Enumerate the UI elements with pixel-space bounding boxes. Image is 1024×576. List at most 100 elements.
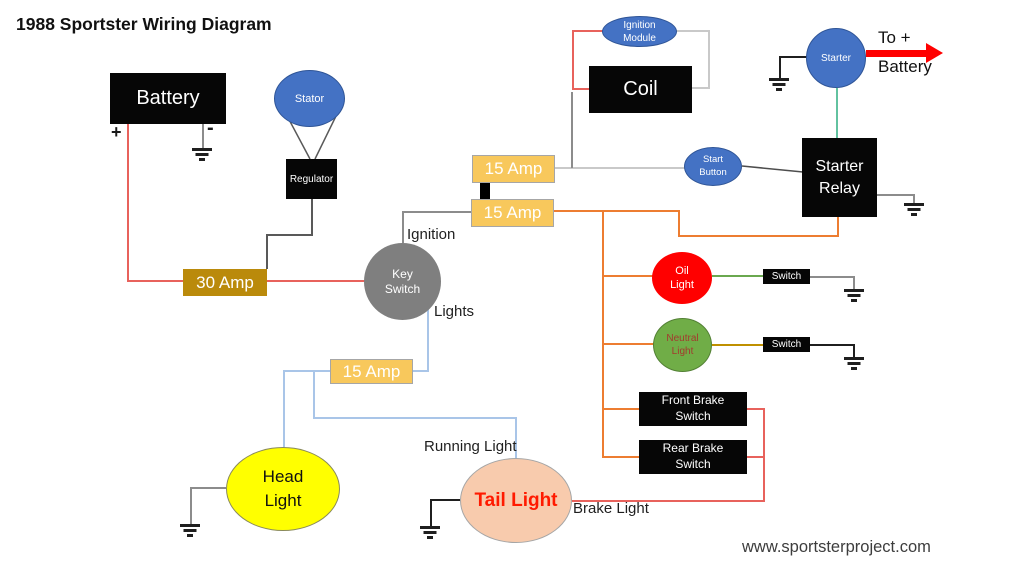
- to-battery-arrow-head: [926, 43, 943, 63]
- ignition-module-node: Ignition Module: [602, 16, 677, 47]
- wire-regulator-to-30amp: [266, 234, 268, 269]
- rear-brake-switch-box: Rear Brake Switch: [639, 440, 747, 474]
- wire-oilswitch-ground-v: [853, 276, 855, 289]
- starter-relay-box: Starter Relay: [802, 138, 877, 217]
- ground-symbol-battery: [192, 148, 212, 161]
- wire-module-left-drop: [572, 30, 574, 90]
- to-plus-label: To +: [878, 28, 911, 47]
- starter-node: Starter: [806, 28, 866, 88]
- wire-running-light: [313, 417, 517, 419]
- wire-battery-negative: [202, 124, 204, 148]
- coil-label: Coil: [623, 78, 658, 100]
- starter-relay-label: Starter Relay: [815, 157, 864, 197]
- wire-orange-jog-down: [678, 210, 680, 237]
- head-light-label: Head Light: [262, 467, 304, 510]
- wire-orange-to-rearbrake: [602, 456, 640, 458]
- wire-neutralswitch-ground-h: [810, 344, 855, 346]
- wire-rearbrake-out: [747, 456, 765, 458]
- wire-brake-trunk: [763, 408, 765, 502]
- ground-symbol-neutral-switch: [844, 357, 864, 370]
- tail-light-label: Tail Light: [474, 489, 558, 511]
- wire-orange-to-frontbrake: [602, 408, 640, 410]
- wire-orange-branch-trunk: [602, 210, 604, 458]
- wire-regulator-down: [311, 199, 313, 236]
- wire-orange-relay-riser: [837, 217, 839, 237]
- ignition-wire-label: Ignition: [407, 226, 456, 243]
- fuse-15amp-lights-label: 15 Amp: [342, 361, 401, 381]
- wire-headlight-ground-h: [190, 487, 226, 489]
- regulator-label: Regulator: [289, 173, 334, 185]
- start-button-node: Start Button: [684, 147, 742, 186]
- wire-keyswitch-top: [402, 211, 404, 243]
- fuse-15amp-accessory: 15 Amp: [471, 199, 554, 227]
- ground-symbol-taillight: [420, 526, 440, 539]
- ground-symbol-headlight: [180, 524, 200, 537]
- lights-wire-label: Lights: [434, 303, 475, 320]
- wire-starter-ground-h: [779, 56, 807, 58]
- wire-relay-ground-h: [877, 194, 915, 196]
- fuse-15amp-accessory-label: 15 Amp: [483, 203, 542, 222]
- website-text: www.sportsterproject.com: [742, 538, 931, 556]
- wire-module-right-top: [676, 30, 710, 32]
- fuse-15amp-lights: 15 Amp: [330, 359, 413, 384]
- ground-symbol-relay: [904, 203, 924, 216]
- wire-taillight-ground-v: [430, 499, 432, 526]
- running-light-label: Running Light: [424, 438, 517, 455]
- page-title: 1988 Sportster Wiring Diagram: [16, 14, 272, 34]
- fuse-holder-link: [480, 181, 490, 200]
- wire-regulator-jog: [266, 234, 313, 236]
- to-battery-label: Battery: [878, 57, 932, 76]
- start-button-label: Start Button: [699, 154, 727, 178]
- wire-module-left-top: [572, 30, 603, 32]
- key-switch-label: Key Switch: [384, 266, 421, 296]
- front-brake-switch-box: Front Brake Switch: [639, 392, 747, 426]
- wire-battery-to-30amp: [127, 280, 184, 282]
- coil-box: Coil: [589, 66, 692, 113]
- wire-lights-to-fuse: [413, 370, 429, 372]
- oil-switch-box: Switch: [763, 269, 810, 284]
- neutral-light-node: Neutral Light: [653, 318, 712, 372]
- tail-light-node: Tail Light: [460, 458, 572, 543]
- stator-label: Stator: [294, 92, 325, 105]
- brake-light-label: Brake Light: [573, 500, 649, 517]
- wire-orange-to-oil: [602, 275, 653, 277]
- wire-oilswitch-ground-h: [810, 276, 855, 278]
- oil-light-node: Oil Light: [652, 252, 712, 304]
- oil-light-label: Oil Light: [670, 264, 694, 291]
- wire-frontbrake-out: [747, 408, 765, 410]
- wire-orange-to-neutral: [602, 343, 654, 345]
- wire-lights-down: [427, 303, 429, 372]
- ignition-module-label: Ignition Module: [623, 19, 656, 44]
- to-battery-arrow-shaft: [866, 50, 928, 57]
- fuse-30amp: 30 Amp: [183, 269, 267, 296]
- front-brake-switch-label: Front Brake Switch: [661, 393, 725, 423]
- regulator-box: Regulator: [286, 159, 337, 199]
- wire-fuse-to-headlight: [283, 370, 330, 372]
- wire-neutralswitch-ground-v: [853, 344, 855, 357]
- oil-switch-label: Switch: [771, 271, 802, 282]
- battery-box: Battery: [110, 73, 226, 124]
- battery-label: Battery: [136, 87, 200, 109]
- wire-taillight-ground-h: [430, 499, 460, 501]
- wire-oil-to-switch: [712, 275, 763, 277]
- wire-starter-ground-v: [779, 56, 781, 78]
- wire-fuse-to-coil: [571, 92, 573, 168]
- stator-node: Stator: [274, 70, 345, 127]
- ground-symbol-oil-switch: [844, 289, 864, 302]
- wire-starter-to-relay: [836, 88, 838, 138]
- wire-module-right-drop: [708, 30, 710, 89]
- battery-minus-terminal: -: [207, 117, 214, 139]
- wire-ignition-to-fuse: [402, 211, 471, 213]
- key-switch-node: Key Switch: [364, 243, 441, 320]
- wire-module-to-coil-right: [692, 87, 710, 89]
- fuse-15amp-start-label: 15 Amp: [484, 159, 543, 178]
- rear-brake-switch-label: Rear Brake Switch: [662, 441, 724, 471]
- wire-orange-to-relay: [678, 235, 839, 237]
- wire-fuse-orange-main: [554, 210, 680, 212]
- wire-neutral-to-switch: [712, 344, 763, 346]
- starter-label: Starter: [820, 52, 851, 64]
- wire-running-branch: [313, 370, 315, 419]
- wire-headlight-drop: [283, 370, 285, 447]
- wire-headlight-ground-v: [190, 487, 192, 524]
